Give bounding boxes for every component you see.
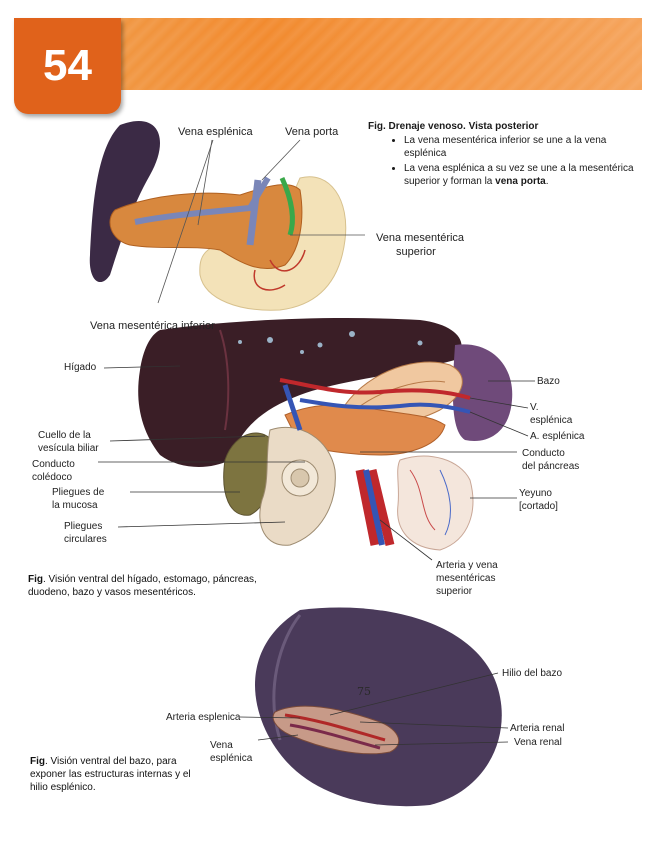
fig3-illustration bbox=[240, 608, 508, 807]
label-higado: Hígado bbox=[64, 362, 96, 374]
label-conducto-pancreas-2: del páncreas bbox=[522, 461, 579, 473]
fig1-bullet-2-bold: vena porta bbox=[495, 176, 546, 187]
label-vena-renal: Vena renal bbox=[514, 737, 562, 749]
fig1-bullet-1: La vena mesentérica inferior se une a la… bbox=[404, 134, 649, 160]
label-yeyuno-2: [cortado] bbox=[519, 501, 558, 513]
label-conducto-coledoco-2: colédoco bbox=[32, 472, 72, 484]
label-pliegues-circulares-1: Pliegues bbox=[64, 521, 102, 533]
fig2-caption-text: . Visión ventral del hígado, estomago, p… bbox=[28, 574, 257, 598]
fig1-bullet-2: La vena esplénica a su vez se une a la m… bbox=[404, 162, 649, 188]
label-vena-mesenterica-inferior: Vena mesentérica inferior bbox=[90, 320, 215, 333]
fig2-illustration bbox=[98, 318, 535, 560]
label-vena-esplenica-fig3-1: Vena bbox=[210, 740, 233, 752]
spleen-handwritten-mark: 75 bbox=[357, 686, 371, 698]
fig3-caption-prefix: Fig bbox=[30, 756, 45, 767]
label-yeyuno-1: Yeyuno bbox=[519, 488, 552, 500]
label-conducto-pancreas-1: Conducto bbox=[522, 448, 565, 460]
label-pliegues-circulares-2: circulares bbox=[64, 534, 107, 546]
fig3-caption-text: . Visión ventral del bazo, para exponer … bbox=[30, 756, 191, 793]
fig2-caption-prefix: Fig bbox=[28, 574, 43, 585]
label-arteria-vena-2: mesentéricas bbox=[436, 573, 495, 585]
label-bazo: Bazo bbox=[537, 376, 560, 388]
label-v-esplenica-2: esplénica bbox=[530, 415, 572, 427]
label-cuello-vesicula-2: vesícula biliar bbox=[38, 443, 99, 455]
spleen-shape-fig2 bbox=[453, 344, 512, 441]
label-conducto-coledoco-1: Conducto bbox=[32, 459, 75, 471]
label-arteria-vena-3: superior bbox=[436, 586, 472, 598]
fig1-bullet-2-end: . bbox=[546, 176, 549, 187]
label-arteria-esplenica: Arteria esplenica bbox=[166, 712, 240, 724]
label-vena-porta: Vena porta bbox=[285, 126, 338, 139]
fig1-bullets: La vena mesentérica inferior se une a la… bbox=[378, 134, 649, 190]
label-vena-esplenica-fig3-2: esplénica bbox=[210, 753, 252, 765]
label-v-esplenica-1: V. bbox=[530, 402, 539, 414]
label-pliegues-mucosa-2: la mucosa bbox=[52, 500, 98, 512]
fig3-caption: Fig. Visión ventral del bazo, para expon… bbox=[30, 755, 200, 794]
fig1-illustration bbox=[90, 121, 365, 310]
label-vena-mesenterica-superior-2: superior bbox=[396, 246, 436, 259]
label-arteria-renal: Arteria renal bbox=[510, 723, 564, 735]
label-pliegues-mucosa-1: Pliegues de bbox=[52, 487, 104, 499]
label-hilio-bazo: Hilio del bazo bbox=[502, 668, 562, 680]
label-arteria-vena-1: Arteria y vena bbox=[436, 560, 498, 572]
fig1-title: Fig. Drenaje venoso. Vista posterior bbox=[368, 121, 538, 132]
label-a-esplenica: A. esplénica bbox=[530, 431, 584, 443]
jejunum-shape bbox=[398, 456, 473, 550]
label-vena-esplenica: Vena esplénica bbox=[178, 126, 253, 139]
label-cuello-vesicula-1: Cuello de la bbox=[38, 430, 91, 442]
label-vena-mesenterica-superior-1: Vena mesentérica bbox=[376, 232, 464, 245]
fig2-caption: Fig. Visión ventral del hígado, estomago… bbox=[28, 573, 278, 599]
